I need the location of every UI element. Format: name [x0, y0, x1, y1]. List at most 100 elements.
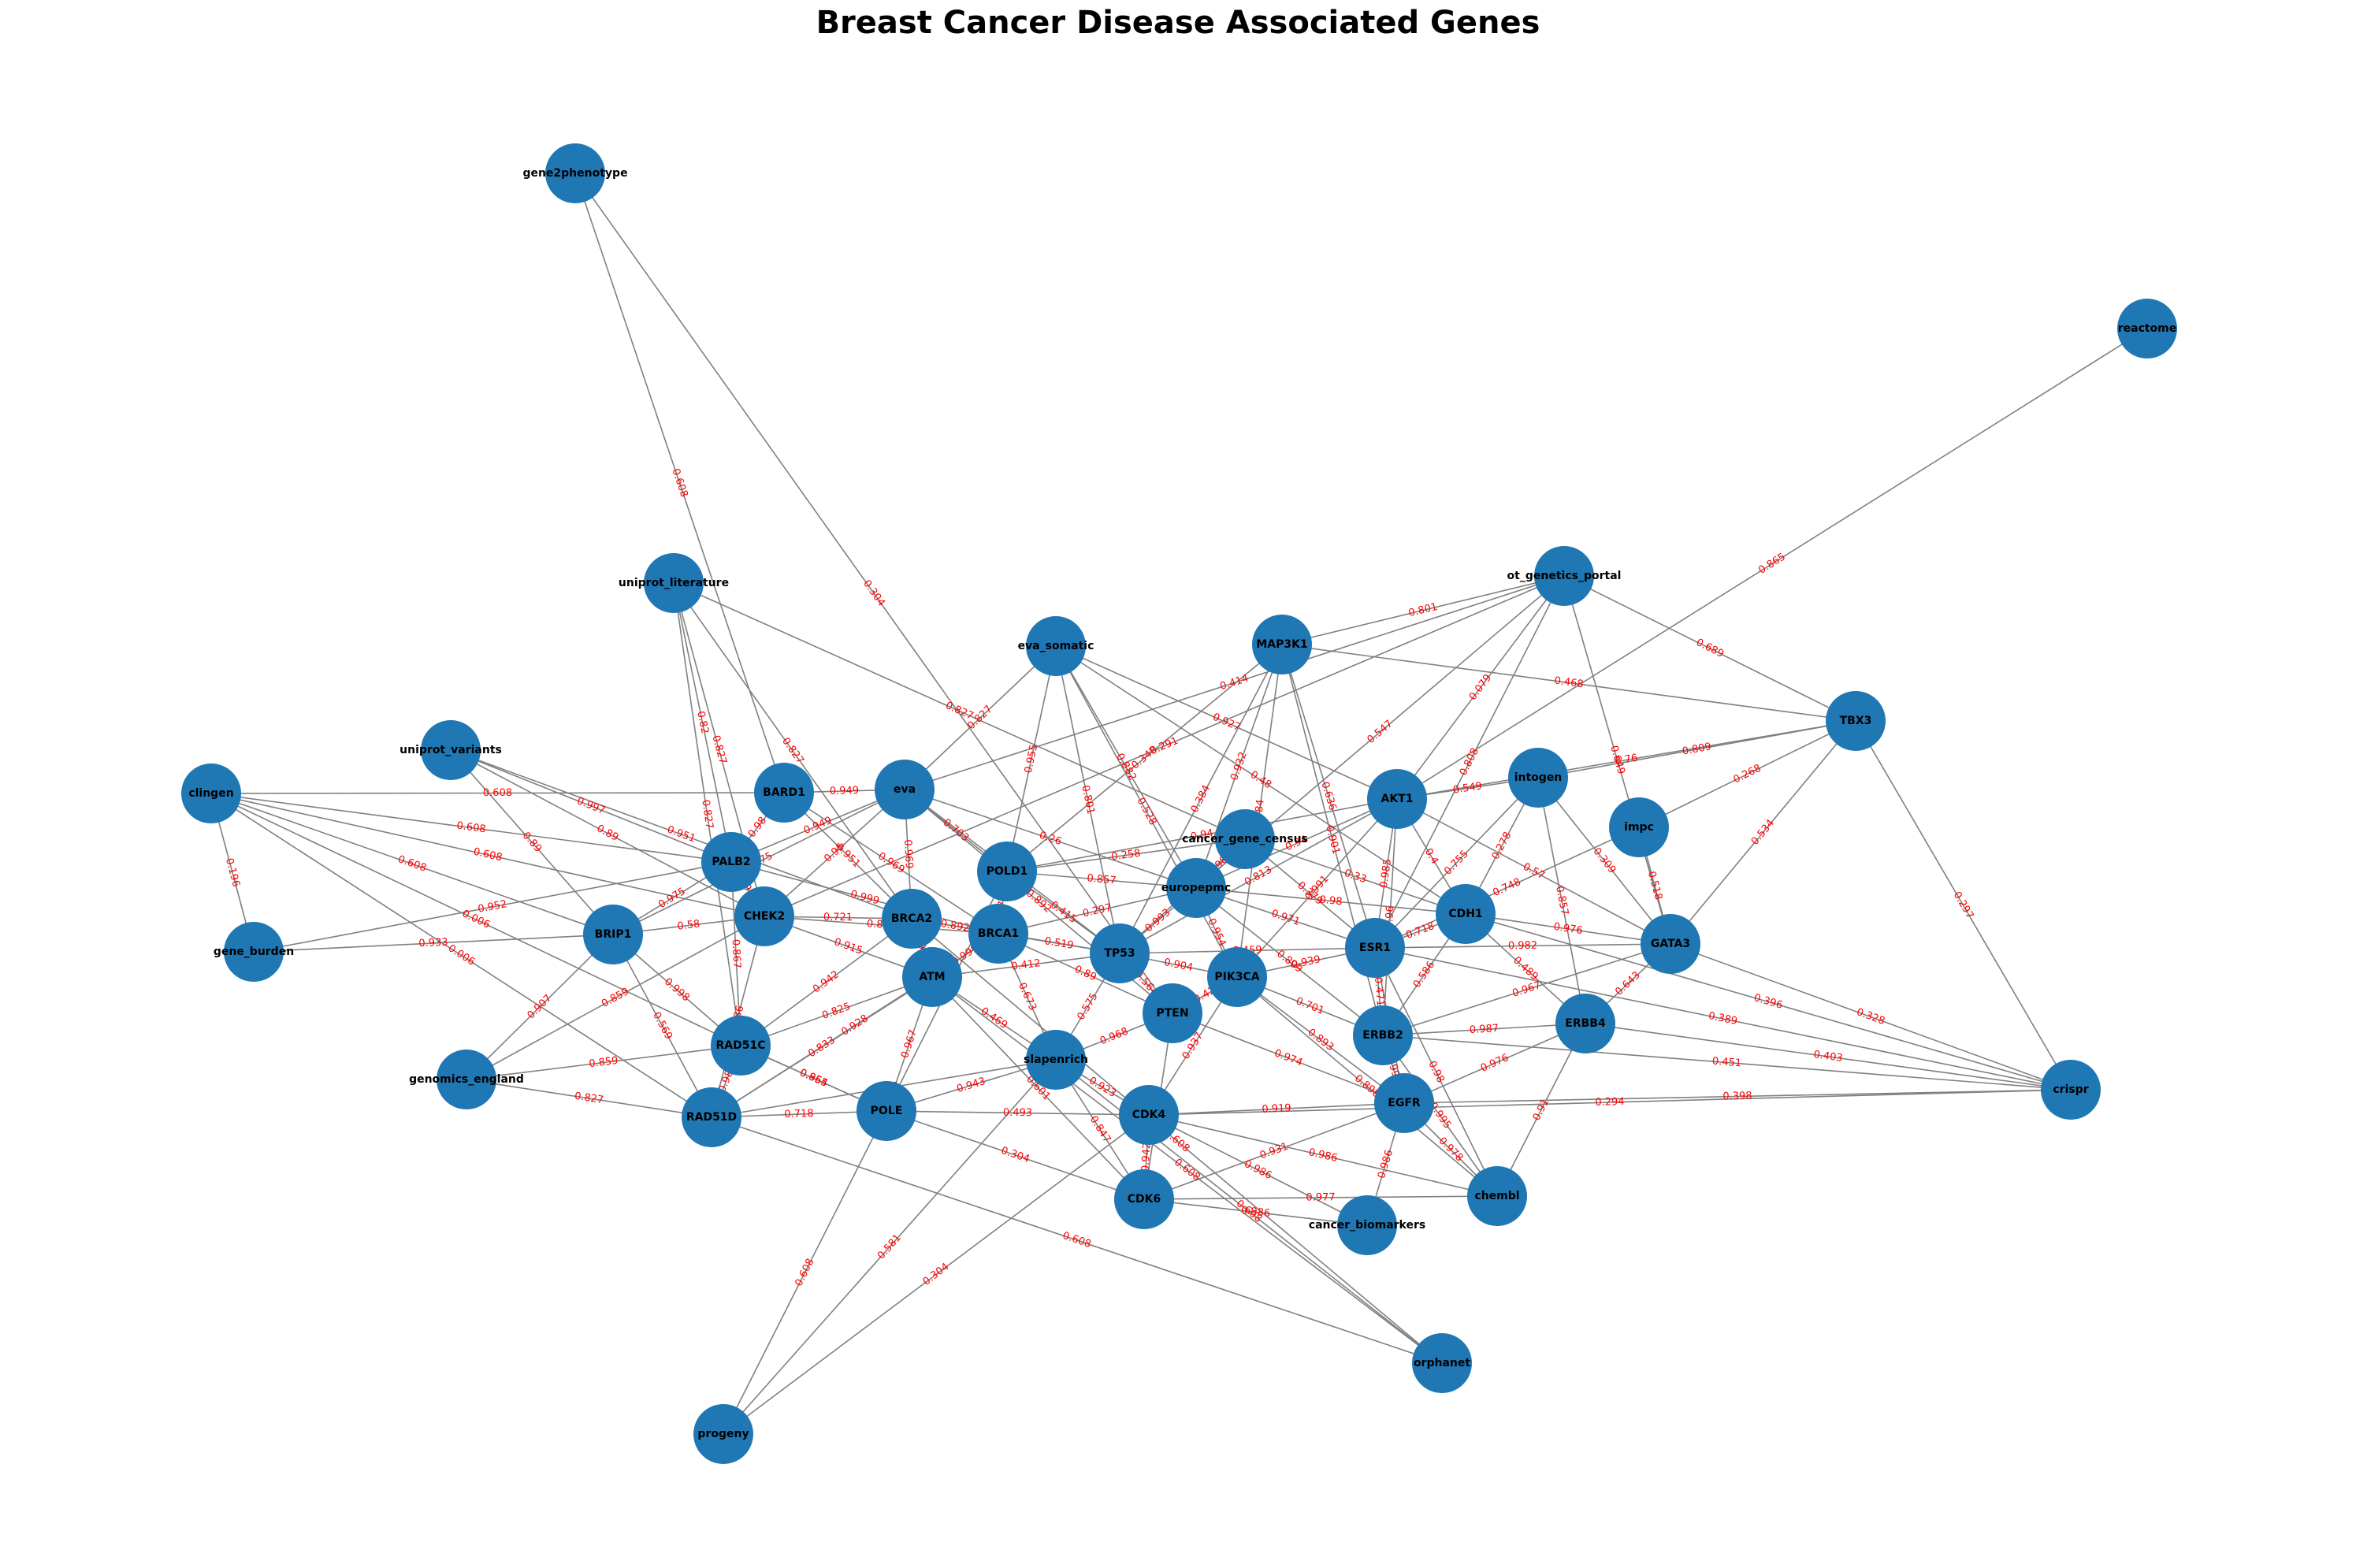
edge-uniprot_literature-RAD51C	[673, 582, 741, 1046]
node-circle[interactable]	[583, 905, 643, 964]
node-CHEK2[interactable]: CHEK2	[734, 886, 794, 946]
node-circle[interactable]	[644, 553, 704, 613]
node-circle[interactable]	[545, 143, 605, 203]
node-circle[interactable]	[734, 886, 794, 946]
node-orphanet[interactable]: orphanet	[1412, 1333, 1472, 1393]
node-circle[interactable]	[1367, 769, 1427, 829]
node-circle[interactable]	[1207, 947, 1267, 1007]
node-circle[interactable]	[875, 760, 935, 819]
node-circle[interactable]	[1026, 616, 1086, 676]
node-circle[interactable]	[968, 904, 1028, 964]
edge-weight-label: 0.998	[662, 976, 692, 1005]
node-intogen[interactable]: intogen	[1508, 748, 1568, 808]
node-circle[interactable]	[701, 832, 761, 892]
node-AKT1[interactable]: AKT1	[1367, 769, 1427, 829]
node-BRCA1[interactable]: BRCA1	[968, 904, 1028, 964]
node-TP53[interactable]: TP53	[1090, 923, 1150, 983]
node-uniprot_literature[interactable]: uniprot_literature	[619, 553, 729, 613]
node-circle[interactable]	[754, 763, 814, 823]
node-reactome[interactable]: reactome	[2117, 299, 2177, 359]
node-gene_burden[interactable]: gene_burden	[214, 922, 294, 982]
node-circle[interactable]	[1641, 914, 1700, 974]
node-circle[interactable]	[421, 720, 481, 780]
node-RAD51D[interactable]: RAD51D	[682, 1087, 741, 1147]
edge-weight-label: 0.997	[575, 795, 607, 817]
node-circle[interactable]	[1166, 858, 1226, 918]
node-ERBB2[interactable]: ERBB2	[1353, 1005, 1413, 1065]
node-circle[interactable]	[1508, 748, 1568, 808]
node-circle[interactable]	[1534, 546, 1594, 606]
node-circle[interactable]	[711, 1016, 771, 1076]
edge-CDK4-EGFR	[1148, 1102, 1405, 1116]
node-circle[interactable]	[2117, 299, 2177, 359]
node-MAP3K1[interactable]: MAP3K1	[1252, 615, 1312, 674]
node-circle[interactable]	[1353, 1005, 1413, 1065]
node-BARD1[interactable]: BARD1	[754, 763, 814, 823]
node-genomics_england[interactable]: genomics_england	[409, 1050, 524, 1109]
node-circle[interactable]	[1090, 923, 1150, 983]
node-uniprot_variants[interactable]: uniprot_variants	[399, 720, 502, 780]
node-circle[interactable]	[1826, 691, 1886, 751]
node-clingen[interactable]: clingen	[181, 764, 241, 823]
edge-BRCA1-PTEN	[998, 933, 1173, 1014]
node-POLD1[interactable]: POLD1	[977, 842, 1037, 901]
node-circle[interactable]	[1609, 797, 1669, 857]
node-ERBB4[interactable]: ERBB4	[1555, 994, 1615, 1053]
node-circle[interactable]	[1467, 1166, 1527, 1226]
edge-uniprot_literature-cancer_gene_census	[673, 582, 1246, 840]
node-ot_genetics_portal[interactable]: ot_genetics_portal	[1507, 546, 1622, 606]
node-RAD51C[interactable]: RAD51C	[711, 1016, 771, 1076]
node-eva[interactable]: eva	[875, 760, 935, 819]
node-circle[interactable]	[882, 889, 942, 949]
node-PALB2[interactable]: PALB2	[701, 832, 761, 892]
node-PTEN[interactable]: PTEN	[1143, 983, 1202, 1043]
node-gene2phenotype[interactable]: gene2phenotype	[522, 143, 628, 203]
node-circle[interactable]	[1119, 1085, 1179, 1145]
node-BRIP1[interactable]: BRIP1	[583, 905, 643, 964]
node-circle[interactable]	[1215, 809, 1275, 869]
edge-weight-label: 0.942	[1139, 1143, 1153, 1172]
node-circle[interactable]	[977, 842, 1037, 901]
node-slapenrich[interactable]: slapenrich	[1024, 1030, 1088, 1090]
node-CDK6[interactable]: CDK6	[1114, 1169, 1174, 1229]
node-cancer_gene_census[interactable]: cancer_gene_census	[1182, 809, 1308, 869]
node-circle[interactable]	[1345, 918, 1405, 978]
node-circle[interactable]	[1337, 1195, 1397, 1255]
node-circle[interactable]	[693, 1404, 753, 1464]
node-ATM[interactable]: ATM	[902, 947, 962, 1007]
node-EGFR[interactable]: EGFR	[1374, 1073, 1434, 1133]
node-circle[interactable]	[1026, 1030, 1086, 1090]
node-PIK3CA[interactable]: PIK3CA	[1207, 947, 1267, 1007]
node-circle[interactable]	[1143, 983, 1202, 1043]
node-circle[interactable]	[857, 1081, 916, 1141]
node-chembl[interactable]: chembl	[1467, 1166, 1527, 1226]
node-GATA3[interactable]: GATA3	[1641, 914, 1700, 974]
edge-ot_genetics_portal-MAP3K1	[1281, 575, 1565, 645]
node-eva_somatic[interactable]: eva_somatic	[1018, 616, 1094, 676]
node-circle[interactable]	[1114, 1169, 1174, 1229]
node-europepmc[interactable]: europepmc	[1161, 858, 1231, 918]
node-progeny[interactable]: progeny	[693, 1404, 753, 1464]
node-circle[interactable]	[902, 947, 962, 1007]
node-circle[interactable]	[682, 1087, 741, 1147]
edge-weight-label: 0.718	[784, 1108, 814, 1120]
node-CDK4[interactable]: CDK4	[1119, 1085, 1179, 1145]
node-circle[interactable]	[437, 1050, 496, 1109]
node-ESR1[interactable]: ESR1	[1345, 918, 1405, 978]
node-circle[interactable]	[1252, 615, 1312, 674]
node-BRCA2[interactable]: BRCA2	[882, 889, 942, 949]
node-circle[interactable]	[181, 764, 241, 823]
node-crispr[interactable]: crispr	[2041, 1060, 2101, 1120]
node-CDH1[interactable]: CDH1	[1436, 884, 1496, 944]
node-cancer_biomarkers[interactable]: cancer_biomarkers	[1309, 1195, 1425, 1255]
node-impc[interactable]: impc	[1609, 797, 1669, 857]
node-circle[interactable]	[1412, 1333, 1472, 1393]
node-circle[interactable]	[1374, 1073, 1434, 1133]
node-POLE[interactable]: POLE	[857, 1081, 916, 1141]
node-circle[interactable]	[224, 922, 284, 982]
node-circle[interactable]	[1436, 884, 1496, 944]
node-circle[interactable]	[1555, 994, 1615, 1053]
edge-intogen-ERBB4	[1537, 777, 1586, 1024]
node-TBX3[interactable]: TBX3	[1826, 691, 1886, 751]
node-circle[interactable]	[2041, 1060, 2101, 1120]
